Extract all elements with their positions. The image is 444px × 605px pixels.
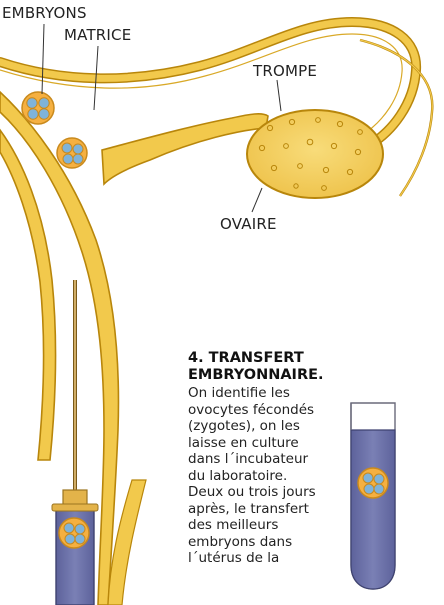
step-body-line: On identifie les <box>188 385 318 402</box>
step-title-line2: EMBRYONNAIRE. <box>188 367 318 384</box>
step-body-line: du laboratoire. <box>188 468 318 485</box>
step-body-line: dans l´incubateur <box>188 451 318 468</box>
label-trompe: TROMPE <box>253 63 317 80</box>
step-body-line: embryons dans <box>188 534 318 551</box>
transfer-catheter <box>52 280 98 605</box>
step-body-line: l´utérus de la <box>188 550 318 567</box>
step-body-line: Deux ou trois jours <box>188 484 318 501</box>
step-title-line1: 4. TRANSFERT <box>188 350 318 367</box>
step-body-line: laisse en culture <box>188 435 318 452</box>
step-body-line: des meilleurs <box>188 517 318 534</box>
embryo-catheter <box>59 518 89 548</box>
label-ovaire: OVAIRE <box>220 216 277 233</box>
ovary <box>247 110 383 198</box>
embryo-tube <box>358 468 388 498</box>
step-body-line: après, le transfert <box>188 501 318 518</box>
embryo-middle <box>57 138 87 168</box>
step-body-line: ovocytes fécondés <box>188 402 318 419</box>
embryo-upper-left <box>22 92 54 124</box>
step-body: On identifie les ovocytes fécondés (zygo… <box>188 385 318 567</box>
step-body-line: (zygotes), on les <box>188 418 318 435</box>
label-embryons: EMBRYONS <box>2 5 87 22</box>
label-matrice: MATRICE <box>64 27 131 44</box>
step-description: 4. TRANSFERT EMBRYONNAIRE. On identifie … <box>188 350 318 567</box>
